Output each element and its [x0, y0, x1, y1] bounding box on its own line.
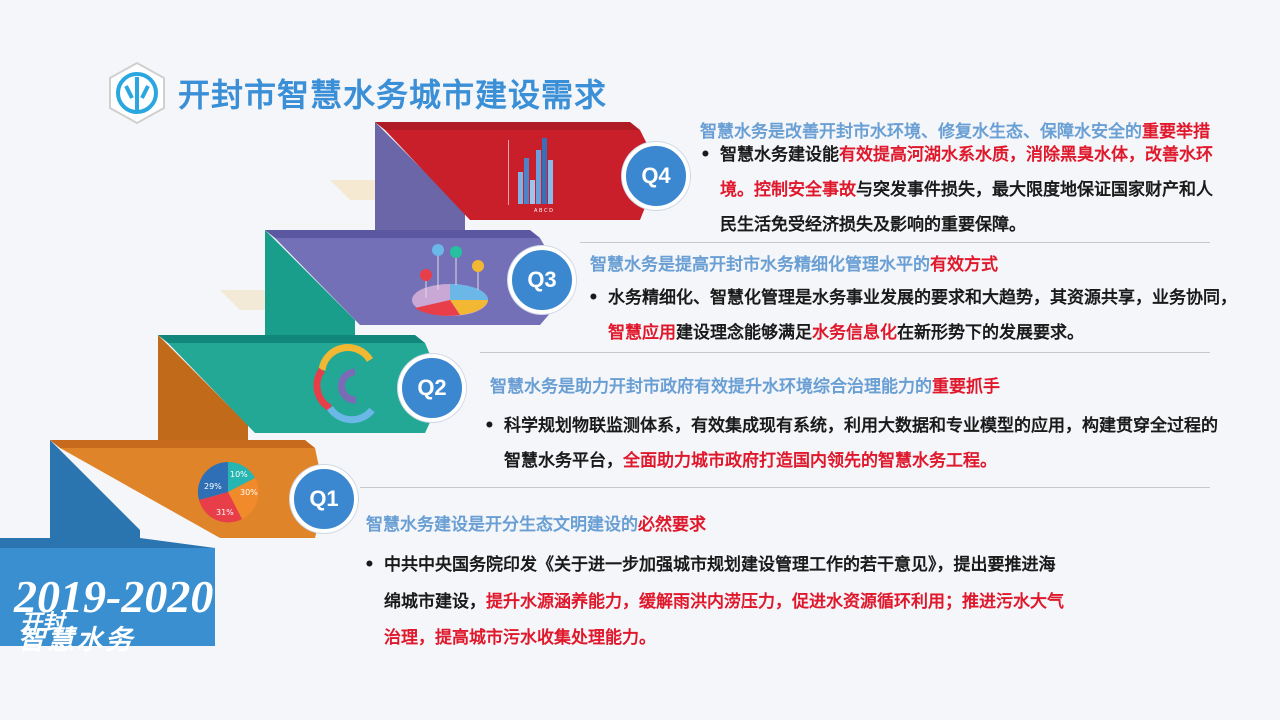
q3-heading: 智慧水务是提高开封市水务精细化管理水平的有效方式 [590, 255, 998, 275]
step-q4-side [375, 122, 465, 232]
q4-line2: 境。控制安全事故与突发事件损失，最大限度地保证国家财产和人 [720, 180, 1213, 200]
pie-label: 30% [240, 488, 258, 497]
pie-label: 31% [216, 508, 234, 517]
year-range: 2019-2020 [14, 571, 214, 622]
pie-label: 10% [230, 470, 248, 479]
q4-line3: 民生活免受经济损失及影响的重要保障。 [720, 215, 1026, 235]
chart-icons-group [412, 244, 488, 316]
divider [360, 487, 1210, 488]
step-q1-side [50, 440, 140, 550]
pie-label: 29% [204, 482, 222, 491]
q1-line2: 绵城市建设，提升水源涵养能力，缓解雨洪内涝压力，促进水资源循环利用；推进污水大气 [384, 592, 1064, 612]
step-q4-top [375, 122, 640, 130]
divider [580, 242, 1210, 243]
q1-badge: Q1 [290, 465, 358, 533]
water-logo-icon [109, 61, 165, 125]
q1-line3: 治理，提高城市污水收集处理能力。 [384, 628, 656, 648]
q3-line1: •水务精细化、智慧化管理是水务事业发展的要求和大趋势，其资源共享，业务协同， [588, 288, 1237, 308]
q4-badge: Q4 [622, 142, 690, 210]
step-q1-top [50, 440, 315, 448]
ring-chart-icon [313, 344, 375, 424]
q2-line2: 智慧水务平台，全面助力城市政府打造国内领先的智慧水务工程。 [504, 451, 997, 471]
q4-line1: •智慧水务建设能有效提高河湖水系水质，消除黑臭水体，改善水环 [700, 145, 1213, 165]
step-q2-front [168, 343, 445, 433]
step-q3-side [265, 230, 355, 340]
year-block [0, 548, 215, 646]
pie-chart-icon [197, 461, 259, 523]
divider [480, 352, 1210, 353]
bar-chart-icon: A B C D [508, 138, 553, 214]
q4-heading: 智慧水务是改善开封市水环境、修复水生态、保障水安全的重要举措 [700, 122, 1210, 142]
q2-line1: •科学规划物联监测体系，有效集成现有系统，利用大数据和专业模型的应用，构建贯穿全… [484, 416, 1218, 436]
page-title: 开封市智慧水务城市建设需求 [178, 76, 608, 114]
q2-badge: Q2 [398, 354, 466, 422]
year-caption-line2: 智慧水务 [18, 625, 134, 656]
step-q1-front [60, 448, 325, 538]
q3-line2: 智慧应用建设理念能够满足水务信息化在新形势下的发展要求。 [608, 323, 1084, 343]
q2-heading: 智慧水务是助力开封市政府有效提升水环境综合治理能力的重要抓手 [490, 377, 1000, 397]
year-caption-line1: 开封 [20, 611, 65, 636]
step-q2-side [158, 335, 248, 445]
step-q3-top [265, 230, 540, 238]
bar-axis-labels: A B C D [534, 208, 553, 214]
step-q3-front [275, 238, 570, 325]
step-q2-top [158, 335, 425, 343]
q3-badge: Q3 [508, 246, 576, 314]
q1-line1: •中共中央国务院印发《关于进一步加强城市规划建设管理工作的若干意见》，提出要推进… [364, 555, 1056, 575]
q1-heading: 智慧水务建设是开分生态文明建设的必然要求 [366, 515, 706, 535]
